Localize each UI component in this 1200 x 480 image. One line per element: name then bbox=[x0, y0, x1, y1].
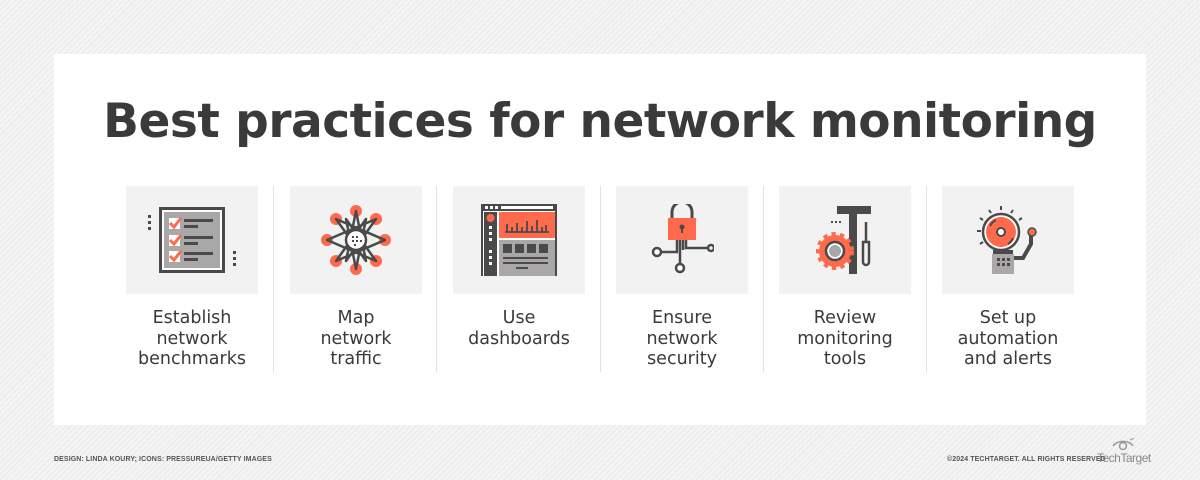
page-title: Best practices for network monitoring bbox=[103, 94, 1097, 149]
checklist-icon bbox=[148, 207, 236, 273]
step-label-line: dashboards bbox=[468, 328, 570, 349]
divider bbox=[926, 186, 927, 372]
step-label-line: Establish bbox=[152, 308, 232, 328]
step-label-line: and alerts bbox=[963, 349, 1052, 369]
alarm-bell-icon bbox=[977, 206, 1037, 274]
step-label-line: network bbox=[320, 328, 392, 349]
step-label-line: traffic bbox=[330, 349, 382, 369]
eye-icon bbox=[1112, 437, 1135, 451]
step-label-line: Set up bbox=[979, 308, 1037, 328]
step-label-line: Review bbox=[813, 308, 877, 328]
step-label-line: Use bbox=[502, 308, 536, 328]
copyright: ©2024 TECHTARGET. ALL RIGHTS RESERVED bbox=[947, 456, 1106, 463]
divider bbox=[273, 186, 274, 372]
step-label-line: security bbox=[647, 349, 717, 369]
dashboard-icon bbox=[481, 204, 557, 276]
logo-text: TechTarget bbox=[1097, 451, 1151, 465]
step-label-line: monitoring bbox=[797, 328, 893, 349]
network-star-icon bbox=[321, 205, 391, 275]
techtarget-logo: TechTarget bbox=[1097, 437, 1151, 465]
step-label-line: network bbox=[646, 328, 718, 349]
divider bbox=[600, 186, 601, 372]
divider bbox=[763, 186, 764, 372]
step-label-line: Ensure bbox=[652, 308, 712, 328]
step-label-line: benchmarks bbox=[138, 349, 246, 369]
padlock-circuit-icon bbox=[651, 204, 714, 274]
step-label-line: tools bbox=[823, 349, 867, 369]
step-label-line: automation bbox=[957, 328, 1059, 349]
step-label-line: Map bbox=[337, 308, 375, 328]
gear-tools-icon bbox=[816, 206, 871, 274]
step-label-line: network bbox=[156, 328, 228, 349]
divider bbox=[436, 186, 437, 372]
design-credit: DESIGN: LINDA KOURY; ICONS: PRESSUREUA/G… bbox=[54, 456, 272, 463]
